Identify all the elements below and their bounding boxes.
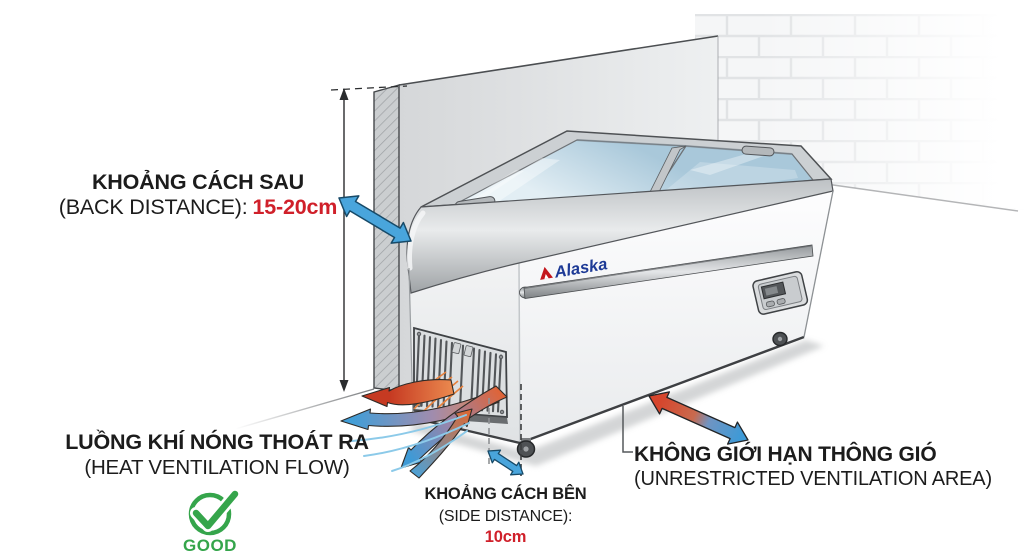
- control-panel-button: [765, 300, 775, 308]
- side-distance-label: KHOẢNG CÁCH BÊN (SIDE DISTANCE): 10cm: [418, 484, 593, 549]
- brand-logo-triangle-icon: [540, 266, 553, 280]
- brick-floor-line: [825, 183, 1019, 212]
- heat-flow-title: LUỒNG KHÍ NÓNG THOÁT RA: [65, 430, 369, 454]
- dimension-arrow-down-icon: [339, 380, 349, 392]
- good-badge: [188, 488, 241, 536]
- hot-cold-exchange-arrow-icon: [648, 391, 749, 445]
- grille-slats: [414, 333, 503, 413]
- wall-height-dimension: [330, 85, 408, 392]
- side-distance-value: 10cm: [484, 528, 527, 546]
- freezer-corner-band: [406, 178, 834, 294]
- side-distance-subtitle: (SIDE DISTANCE):: [438, 507, 573, 525]
- front-handle-rail: [519, 244, 814, 299]
- right-door-handle: [741, 145, 775, 157]
- floor-line-left: [234, 388, 375, 430]
- back-distance-title: KHOẢNG CÁCH SAU: [91, 170, 304, 194]
- dimension-dashed-tick: [330, 85, 408, 91]
- heat-flow-label: LUỒNG KHÍ NÓNG THOÁT RA (HEAT VENTILATIO…: [62, 430, 372, 480]
- back-distance-arrow-icon: [338, 195, 412, 244]
- ventilation-leader-line: [622, 406, 633, 453]
- back-distance-label: KHOẢNG CÁCH SAU (BACK DISTANCE):15-20cm: [58, 170, 338, 220]
- side-distance-arrow-icon: [487, 449, 524, 476]
- side-distance-guides: [487, 384, 524, 476]
- ventilation-title: KHÔNG GIỚI HẠN THÔNG GIÓ: [634, 443, 937, 466]
- back-distance-value: 15-20cm: [252, 195, 338, 219]
- heat-flow-subtitle: (HEAT VENTILATION FLOW): [84, 456, 350, 479]
- freezer-floor-shadow: [408, 340, 824, 466]
- dimension-arrow-up-icon: [339, 88, 349, 100]
- airflow-arrow-up-right-icon: [409, 408, 473, 479]
- ventilation-subtitle: (UNRESTRICTED VENTILATION AREA): [634, 468, 992, 490]
- control-panel-button: [776, 298, 786, 305]
- ventilation-label: KHÔNG GIỚI HẠN THÔNG GIÓ (UNRESTRICTED V…: [634, 442, 1014, 492]
- hot-air-arrow-upper-left-icon: [361, 379, 455, 408]
- heat-flow-arrows: [340, 371, 508, 479]
- back-distance-subtitle: (BACK DISTANCE):15-20cm: [58, 195, 338, 219]
- check-icon: [192, 490, 239, 530]
- control-panel: [752, 270, 809, 315]
- side-distance-title: KHOẢNG CÁCH BÊN: [424, 485, 587, 503]
- cool-air-streamlines: [351, 414, 470, 472]
- good-label: GOOD: [183, 536, 237, 555]
